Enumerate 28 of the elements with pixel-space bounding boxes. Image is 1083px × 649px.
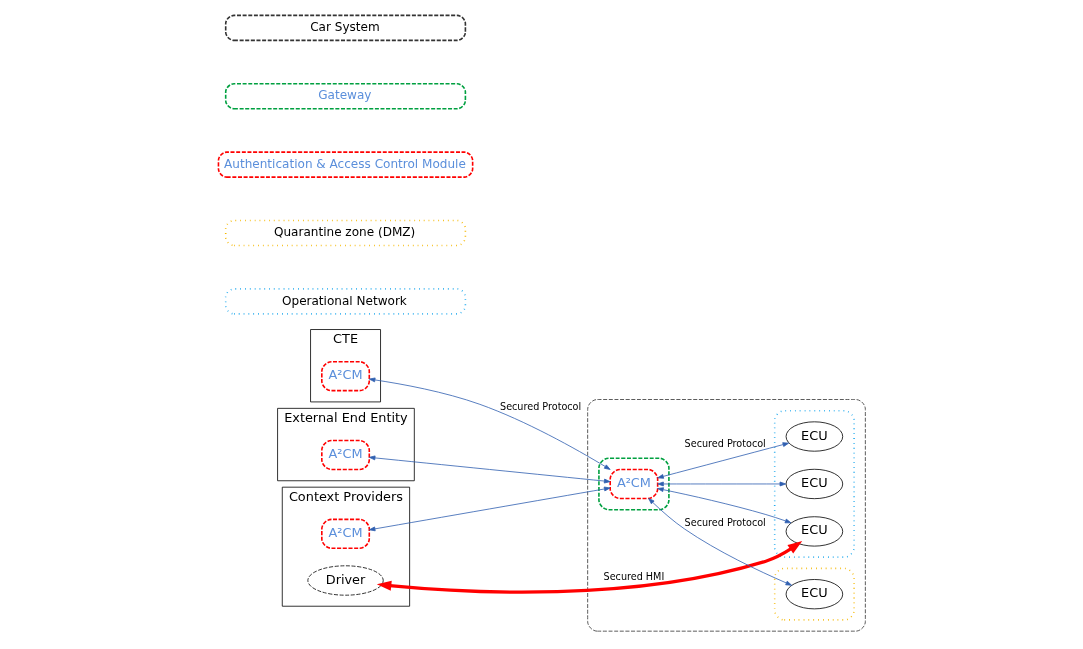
- legend-label: Gateway: [318, 88, 372, 103]
- arrow: [648, 498, 792, 586]
- arrow: [376, 541, 803, 594]
- edge-label: Secured HMI: [603, 571, 665, 583]
- cluster: [773, 567, 855, 621]
- legend-label: Car System: [310, 20, 380, 35]
- node-box: A²CM: [609, 468, 659, 500]
- edge-label: Secured Protocol: [500, 401, 582, 413]
- edge-label: Secured Protocol: [684, 437, 766, 449]
- arrow: [657, 487, 792, 524]
- node-box: A²CM: [321, 518, 371, 550]
- node-box: A²CM: [321, 439, 371, 471]
- legend-label: Operational Network: [282, 293, 407, 308]
- arrow: [368, 455, 611, 484]
- node-ellipse: Driver: [307, 565, 384, 596]
- node-ellipse: ECU: [785, 468, 844, 500]
- node-box: A²CM: [321, 360, 371, 392]
- arrow: [657, 481, 787, 487]
- edge-label: Secured Protocol: [684, 517, 766, 529]
- cluster: [598, 457, 670, 511]
- cluster: [587, 399, 866, 632]
- cluster: [773, 409, 855, 558]
- arrow: [657, 442, 790, 479]
- arrow: [368, 486, 611, 532]
- node-ellipse: ECU: [785, 421, 844, 452]
- legend-label: Quarantine zone (DMZ): [273, 225, 416, 240]
- legend-label: Authentication & Access Control Module: [224, 156, 466, 171]
- arrow: [368, 377, 611, 470]
